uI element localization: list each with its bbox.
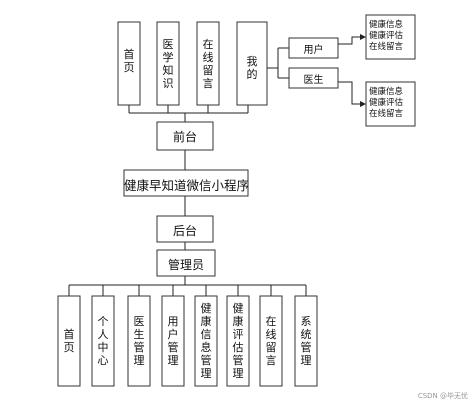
glyph: 健 [200,302,212,315]
glyph: 知 [162,64,174,77]
glyph: 心 [97,354,109,367]
bottom-item-health-info: 健康信息管理 [195,302,217,380]
glyph: 个 [97,315,109,328]
glyph: 理 [167,354,179,367]
glyph: 我 [246,55,258,68]
center-label: 健康早知道微信小程序 [124,178,250,193]
bottom-item-personal-box [91,295,115,387]
glyph: 学 [162,51,174,64]
center-box [123,169,249,197]
doctor-feature-message: 在线留言 [369,109,404,119]
glyph: 页 [63,341,75,354]
bottom-item-system: 系统管理 [295,315,317,367]
bottom-item-health-eval-box [226,295,250,387]
top-item-message: 在线留言 [197,38,219,90]
glyph: 管 [167,341,179,354]
bottom-item-doctor-box [127,295,151,387]
bottom-item-system-box [294,295,318,387]
glyph: 留 [202,64,214,77]
glyph: 页 [123,61,135,74]
glyph: 康 [232,315,244,328]
glyph: 管 [232,354,244,367]
glyph: 管 [200,354,212,367]
doctor-feature-health-eval: 健康评估 [369,98,404,108]
glyph: 首 [123,48,135,61]
glyph: 理 [232,367,244,380]
glyph: 线 [202,51,214,64]
glyph: 在 [265,315,277,328]
bottom-item-message: 在线留言 [260,315,282,367]
glyph: 言 [202,77,214,90]
bottom-item-user: 用户管理 [162,315,184,367]
glyph: 首 [63,328,75,341]
glyph: 留 [265,341,277,354]
top-item-mine-box [236,21,268,106]
frontend-box [156,121,214,151]
glyph: 识 [162,77,174,90]
doctor-feature-health-info: 健康信息 [369,87,404,97]
top-item-message-box [196,21,220,106]
bottom-item-health-eval: 健康评估管理 [227,302,249,380]
glyph: 的 [246,68,258,81]
user-features: 健康信息 健康评估 在线留言 [369,20,403,53]
bottom-item-doctor: 医生管理 [128,315,150,367]
glyph: 言 [265,354,277,367]
glyph: 医 [133,315,145,328]
backend-box [156,215,214,243]
glyph: 息 [200,341,212,354]
bottom-item-home-box [57,295,81,387]
glyph: 估 [232,341,244,354]
doctor-label: 医生 [303,75,324,86]
user-box [288,37,339,59]
glyph: 中 [97,341,109,354]
glyph: 管 [300,341,312,354]
glyph: 线 [265,328,277,341]
user-label: 用户 [303,45,324,56]
bottom-item-user-box [161,295,185,387]
glyph: 生 [133,328,145,341]
top-item-mine: 我的 [237,55,267,81]
glyph: 户 [167,328,179,341]
user-feature-message: 在线留言 [369,42,404,52]
bottom-item-health-info-box [194,295,218,387]
glyph: 信 [200,328,212,341]
bottom-item-message-box [259,295,283,387]
glyph: 在 [202,38,214,51]
glyph: 理 [133,354,145,367]
glyph: 人 [97,328,109,341]
user-feature-health-info: 健康信息 [369,20,404,30]
glyph: 理 [300,354,312,367]
user-feature-health-eval: 健康评估 [369,31,404,41]
user-features-box [365,14,416,60]
glyph: 评 [232,328,244,341]
backend-label: 后台 [172,224,197,238]
watermark: CSDN @毕无忧 [417,392,468,400]
glyph: 用 [167,315,179,328]
bottom-item-home: 首页 [58,328,80,354]
frontend-label: 前台 [172,130,197,144]
top-item-home: 首页 [118,48,140,74]
top-item-knowledge: 医学知识 [157,38,179,90]
doctor-features-box [365,81,416,127]
glyph: 系 [300,315,312,328]
bottom-item-personal: 个人中心 [92,315,114,367]
top-connectors [68,34,366,296]
glyph: 管 [133,341,145,354]
top-item-knowledge-box [156,21,180,106]
doctor-box [288,67,339,89]
admin-label: 管理员 [167,258,204,272]
doctor-features: 健康信息 健康评估 在线留言 [369,87,403,120]
glyph: 健 [232,302,244,315]
glyph: 康 [200,315,212,328]
glyph: 统 [300,328,312,341]
glyph: 理 [200,367,212,380]
admin-box [156,249,216,277]
top-item-home-box [117,21,141,106]
glyph: 医 [162,38,174,51]
